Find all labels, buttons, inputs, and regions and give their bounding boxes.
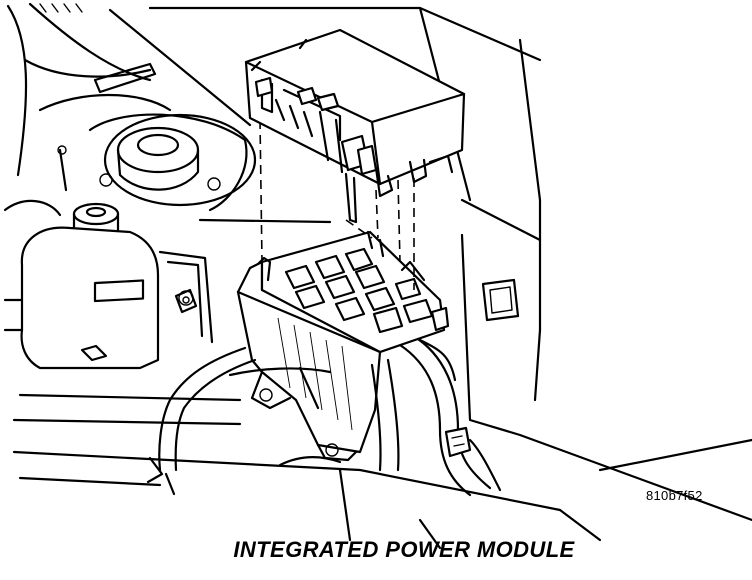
fender-wheelhouse: [6, 2, 172, 192]
coolant-reservoir: [3, 199, 160, 370]
alignment-lines: [259, 119, 415, 290]
wiring-harness: [146, 333, 492, 497]
figure-code: 810b7f52: [646, 488, 703, 503]
firewall-grommet: [481, 278, 520, 322]
ipm-bracket: [236, 260, 382, 462]
ipm-cover: [244, 28, 466, 224]
strut-tower: [88, 113, 257, 212]
harness-connector: [444, 426, 502, 492]
figure-caption: INTEGRATED POWER MODULE: [0, 537, 752, 563]
mounting-clip: [174, 288, 198, 314]
lower-structure: [12, 250, 752, 550]
cowl-panel: [108, 6, 752, 522]
ipm-fuse-block: [256, 230, 450, 354]
figure-caption-text: INTEGRATED POWER MODULE: [233, 537, 575, 562]
